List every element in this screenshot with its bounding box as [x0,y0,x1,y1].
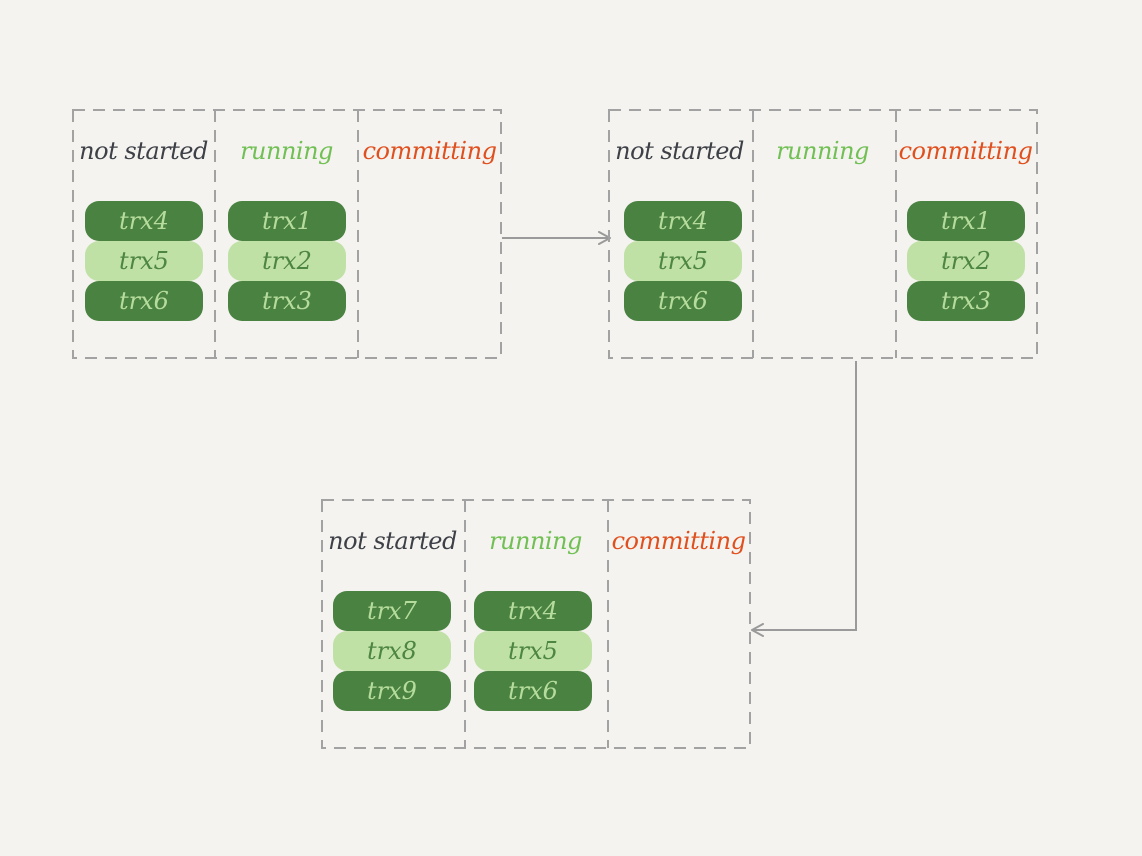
trx-pill: trx9 [333,671,451,711]
not-started-stack: trx4 trx5 trx6 [624,201,742,321]
trx-pill: trx7 [333,591,451,631]
trx-pill: trx6 [624,281,742,321]
trx-pill: trx5 [474,631,592,671]
trx-pill: trx1 [228,201,346,241]
stage-2-dashed-outline [608,109,1038,359]
trx-pill: trx3 [907,281,1025,321]
not-started-stack: trx4 trx5 trx6 [85,201,203,321]
stage-1-group: not started running committing trx4 trx5… [72,109,502,359]
running-stack: trx4 trx5 trx6 [474,591,592,711]
not-started-label: not started [79,137,208,165]
not-started-label: not started [615,137,744,165]
stage-1-dashed-outline [72,109,502,359]
committing-label: committing [362,137,497,165]
arrow-stage2-to-stage3 [751,361,857,637]
trx-pill: trx5 [624,241,742,281]
trx-pill: trx2 [907,241,1025,281]
stage-2-group: not started running committing trx4 trx5… [608,109,1038,359]
trx-pill: trx4 [474,591,592,631]
not-started-stack: trx7 trx8 trx9 [333,591,451,711]
stage-3-group: not started running committing trx7 trx8… [321,499,751,749]
trx-pill: trx6 [474,671,592,711]
trx-pill: trx3 [228,281,346,321]
trx-pill: trx5 [85,241,203,281]
trx-pill: trx6 [85,281,203,321]
trx-pill: trx2 [228,241,346,281]
trx-pill: trx8 [333,631,451,671]
running-label: running [489,527,582,555]
committing-label: committing [898,137,1033,165]
trx-pill: trx4 [624,201,742,241]
running-stack: trx1 trx2 trx3 [228,201,346,321]
trx-pill: trx1 [907,201,1025,241]
stage-3-dashed-outline [321,499,751,749]
not-started-label: not started [328,527,457,555]
running-label: running [776,137,869,165]
committing-label: committing [611,527,746,555]
trx-pill: trx4 [85,201,203,241]
committing-stack: trx1 trx2 trx3 [907,201,1025,321]
running-label: running [240,137,333,165]
